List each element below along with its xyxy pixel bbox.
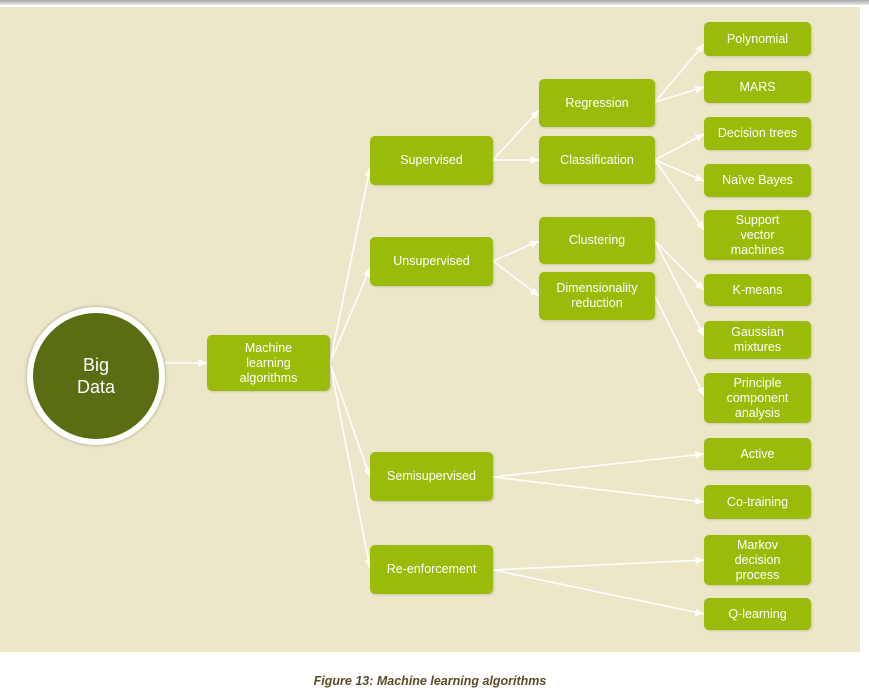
connector-hub-unsupervised xyxy=(329,267,371,364)
dimensionality-reduction-label: Dimensionality reduction xyxy=(556,281,638,310)
big-data-label: Big Data xyxy=(76,355,116,397)
clustering-node: Clustering xyxy=(539,217,655,264)
connector-hub-reinforcement xyxy=(329,362,373,569)
connector-unsupervised-dimensionality xyxy=(492,260,540,297)
cotraining-node: Co-training xyxy=(704,485,811,519)
naive-bayes-label: Naïve Bayes xyxy=(722,173,793,187)
polynomial-node: Polynomial xyxy=(704,22,811,56)
active-node: Active xyxy=(704,438,811,470)
qlearning-label: Q-learning xyxy=(728,606,787,621)
supervised-node: Supervised xyxy=(370,136,493,185)
connector-regression-mars xyxy=(654,85,705,103)
regression-node: Regression xyxy=(539,79,655,127)
figure-caption: Figure 13: Machine learning algorithms xyxy=(313,674,547,688)
reinforcement-node: Re-enforcement xyxy=(370,545,493,594)
polynomial-label: Polynomial xyxy=(726,31,789,46)
semisupervised-label: Semisupervised xyxy=(387,469,476,483)
svm-label: Support vector machines xyxy=(730,212,785,257)
classification-label: Classification xyxy=(560,152,634,167)
reinforcement-label: Re-enforcement xyxy=(386,562,477,576)
markov-label: Markov decision process xyxy=(734,537,781,582)
unsupervised-node: Unsupervised xyxy=(370,237,493,286)
connector-clustering-gaussian xyxy=(654,240,705,337)
ml-algorithms-label: Machine learning algorithms xyxy=(239,340,298,385)
qlearning-node: Q-learning xyxy=(704,598,811,630)
gaussian-mixtures-node: Gaussian mixtures xyxy=(704,321,811,359)
connector-clustering-kmeans xyxy=(654,240,705,291)
regression-label: Regression xyxy=(565,95,629,110)
connector-dimensionality-pca xyxy=(654,295,705,397)
connector-hub-semisupervised xyxy=(329,362,371,478)
ml-algorithms-node: Machine learning algorithms xyxy=(207,335,330,391)
big-data-circle: Big Data xyxy=(33,313,159,439)
classification-node: Classification xyxy=(539,136,655,184)
connector-semisupervised-active xyxy=(492,451,705,478)
connector-hub-supervised xyxy=(329,167,373,364)
decision-trees-label: Decision trees xyxy=(717,126,798,140)
markov-node: Markov decision process xyxy=(704,535,811,585)
connector-classification-naive-bayes xyxy=(654,159,705,182)
supervised-label: Supervised xyxy=(400,153,463,167)
connector-supervised-regression xyxy=(492,109,540,161)
active-label: Active xyxy=(740,446,775,461)
connector-unsupervised-clustering xyxy=(492,240,540,262)
cotraining-label: Co-training xyxy=(726,494,789,509)
semisupervised-node: Semisupervised xyxy=(370,452,493,501)
connector-semisupervised-cotraining xyxy=(492,476,705,505)
kmeans-label: K-means xyxy=(732,282,783,297)
pca-label: Principle component analysis xyxy=(726,375,789,420)
connector-classification-svm xyxy=(654,159,705,231)
naive-bayes-node: Naïve Bayes xyxy=(704,164,811,197)
clustering-label: Clustering xyxy=(568,233,626,247)
connector-reinforcement-markov xyxy=(492,556,705,571)
connector-classification-decision-trees xyxy=(654,133,705,161)
mars-node: MARS xyxy=(704,71,811,103)
big-data-node: Big Data xyxy=(27,307,165,445)
gaussian-mixtures-label: Gaussian mixtures xyxy=(731,325,784,354)
pca-node: Principle component analysis xyxy=(704,373,811,423)
unsupervised-label: Unsupervised xyxy=(393,254,470,268)
svm-node: Support vector machines xyxy=(704,210,811,260)
dimensionality-reduction-node: Dimensionality reduction xyxy=(539,272,655,320)
kmeans-node: K-means xyxy=(704,274,811,306)
connector-reinforcement-qlearning xyxy=(492,569,705,616)
top-border xyxy=(0,0,869,5)
mars-label: MARS xyxy=(739,79,776,94)
connector-regression-polynomial xyxy=(654,43,705,103)
decision-trees-node: Decision trees xyxy=(704,117,811,150)
